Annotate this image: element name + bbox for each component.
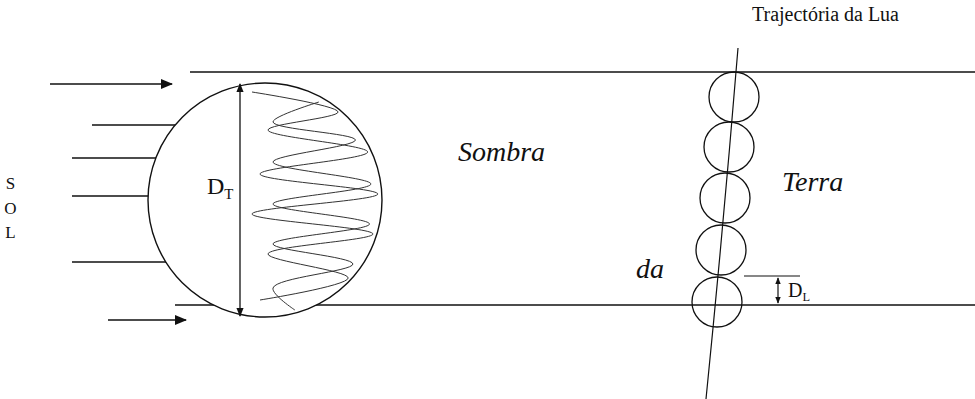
moon-diameter-label: DL (788, 280, 810, 304)
earth-outline (147, 82, 383, 318)
sun-label: SOL (2, 172, 19, 246)
shadow-label: Sombra (458, 138, 545, 166)
diameter-label: DT (207, 174, 233, 202)
moon-trajectory (706, 48, 738, 399)
shadow-label: da (636, 255, 664, 283)
earth-circle: DT (147, 82, 383, 318)
shadow-label: Terra (782, 168, 843, 196)
moon-positions (692, 72, 759, 327)
trajectory-label: Trajectória da Lua (752, 4, 899, 24)
